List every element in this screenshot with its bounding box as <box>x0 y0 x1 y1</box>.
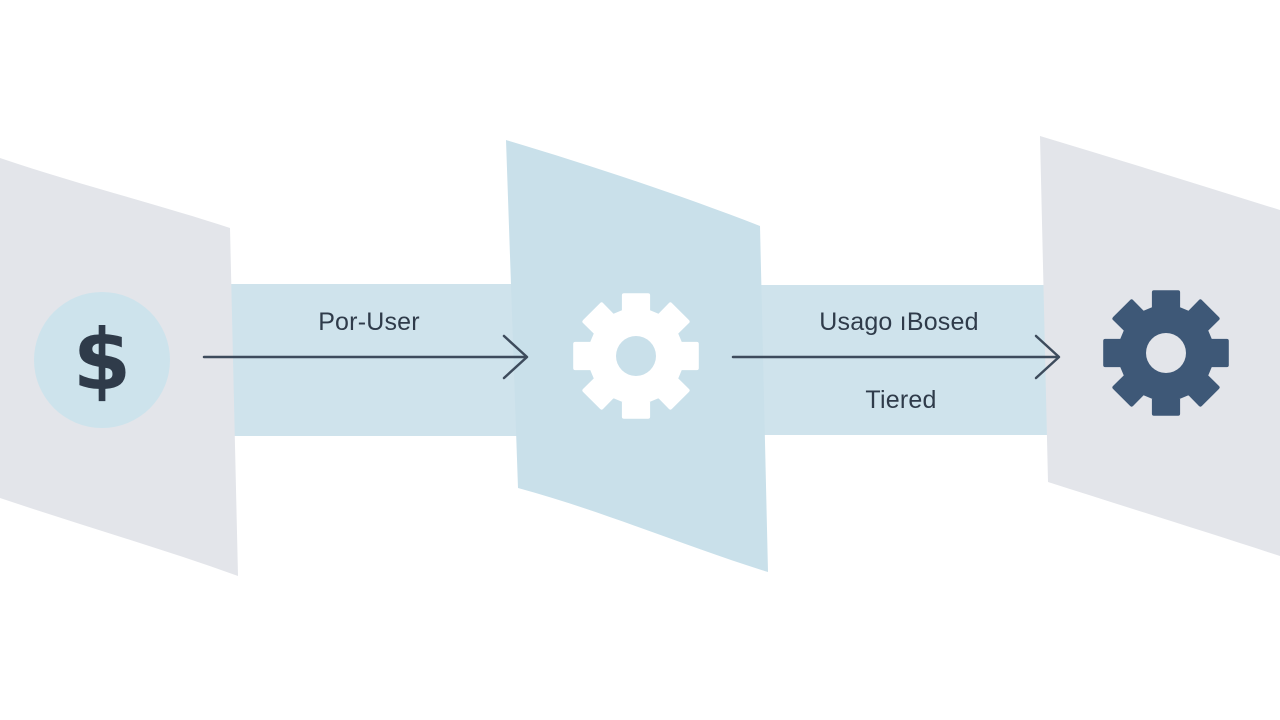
gear-icon <box>573 293 699 419</box>
band-right <box>756 285 1048 435</box>
arrow-start-to-middle <box>202 334 529 380</box>
edge-label-tiered: Tiered <box>865 386 937 414</box>
gear-hole <box>616 336 656 376</box>
arrow-middle-to-end <box>731 334 1061 380</box>
svg-text:$: $ <box>73 311 131 409</box>
gear-icon <box>1103 290 1229 416</box>
band-left <box>228 284 520 436</box>
dollar-icon: $ <box>34 292 170 428</box>
edge-label-usage-based: Usago ıBosed <box>819 308 979 336</box>
gear-hole <box>1146 333 1186 373</box>
edge-label-per-user: Por-User <box>318 308 420 336</box>
